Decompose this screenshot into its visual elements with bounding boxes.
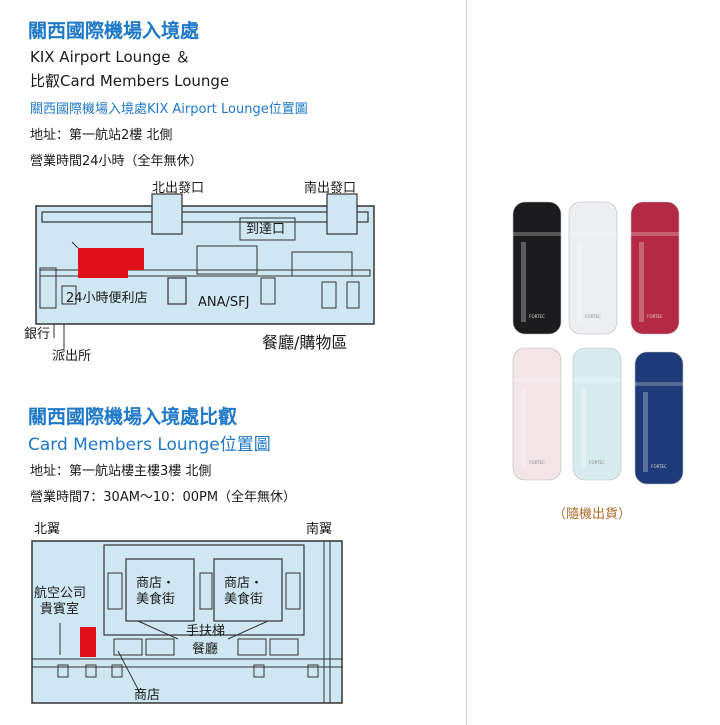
map2-floor	[31, 540, 343, 704]
product-bottles: FORTEC FORTEC FORTEC FORTEC FORTEC FORTEC	[505, 196, 695, 492]
label-shop-food-a1: 商店・	[136, 576, 175, 591]
bottle-brand-label: FORTEC	[529, 460, 545, 465]
bottle-brand-label: FORTEC	[585, 314, 601, 319]
section1-map-title: 關西國際機場入境處KIX Airport Lounge位置圖	[30, 102, 308, 117]
section2-title: 關西國際機場入境處比叡	[28, 406, 238, 428]
label-north-wing: 北翼	[34, 522, 60, 537]
label-shop-food-b1: 商店・	[224, 576, 263, 591]
product-caption: （隨機出貨）	[553, 507, 632, 522]
label-north-exit: 北出發口	[152, 181, 204, 196]
hiei-lounge-location-marker	[80, 627, 96, 657]
terminal1-floor3-map: 北翼 南翼 航空公司 貴賓室 商店・ 美食街 商店・ 美食街 手扶梯 餐廳 商店	[31, 521, 343, 704]
kix-lounge-location-marker	[78, 248, 144, 278]
label-south-wing: 南翼	[306, 521, 332, 537]
section1-address: 地址：第一航站2樓 北側	[30, 128, 173, 143]
label-ana-sfj: ANA/SFJ	[198, 295, 249, 310]
bottle-brand-label: FORTEC	[529, 314, 545, 319]
label-south-exit: 南出發口	[304, 180, 356, 196]
section1-title: 關西國際機場入境處	[28, 20, 200, 42]
north-exit-gate	[151, 193, 183, 235]
section2-address: 地址：第一航站樓主樓3樓 北側	[30, 464, 212, 479]
thermos-bottle-2: FORTEC	[568, 201, 618, 335]
label-convenience-store: 24小時便利店	[66, 291, 148, 306]
label-airline-lounge-2: 貴賓室	[40, 601, 79, 617]
south-exit-gate	[326, 193, 358, 235]
bottle-brand-label: FORTEC	[647, 314, 663, 319]
label-shop: 商店	[134, 688, 160, 703]
label-arrival: 到達口	[246, 222, 285, 237]
thermos-bottle-6: FORTEC	[634, 351, 684, 485]
label-dining-shopping: 餐廳/購物區	[262, 333, 347, 352]
section2-subtitle: Card Members Lounge位置圖	[28, 435, 271, 455]
thermos-bottle-1: FORTEC	[512, 201, 562, 335]
label-restaurant: 餐廳	[192, 641, 218, 657]
bottle-brand-label: FORTEC	[589, 460, 605, 465]
lounge-name-line1: KIX Airport Lounge ＆	[30, 48, 191, 66]
column-divider	[466, 0, 467, 725]
bottle-grid: FORTEC FORTEC FORTEC FORTEC FORTEC FORTEC	[512, 201, 684, 485]
label-shop-food-b2: 美食街	[224, 591, 263, 607]
thermos-bottle-3: FORTEC	[630, 201, 680, 335]
terminal1-floor-map: 北出發口 南出發口 到達口 24小時便利店 ANA/SFJ 銀行 派出所 餐廳/…	[24, 180, 375, 364]
thermos-bottle-4: FORTEC	[512, 347, 562, 481]
label-airline-lounge-1: 航空公司	[34, 585, 86, 601]
label-bank: 銀行	[24, 327, 50, 342]
label-escalator: 手扶梯	[186, 624, 225, 639]
thermos-bottle-5: FORTEC	[572, 347, 622, 481]
section2-hours: 營業時間7：30AM〜10：00PM（全年無休）	[30, 490, 297, 505]
label-shop-food-a2: 美食街	[136, 591, 175, 607]
lounge-name-line2: 比叡Card Members Lounge	[30, 72, 230, 90]
bottle-brand-label: FORTEC	[651, 464, 667, 469]
section1-hours: 營業時間24小時（全年無休）	[30, 154, 203, 169]
label-police: 派出所	[52, 349, 91, 364]
